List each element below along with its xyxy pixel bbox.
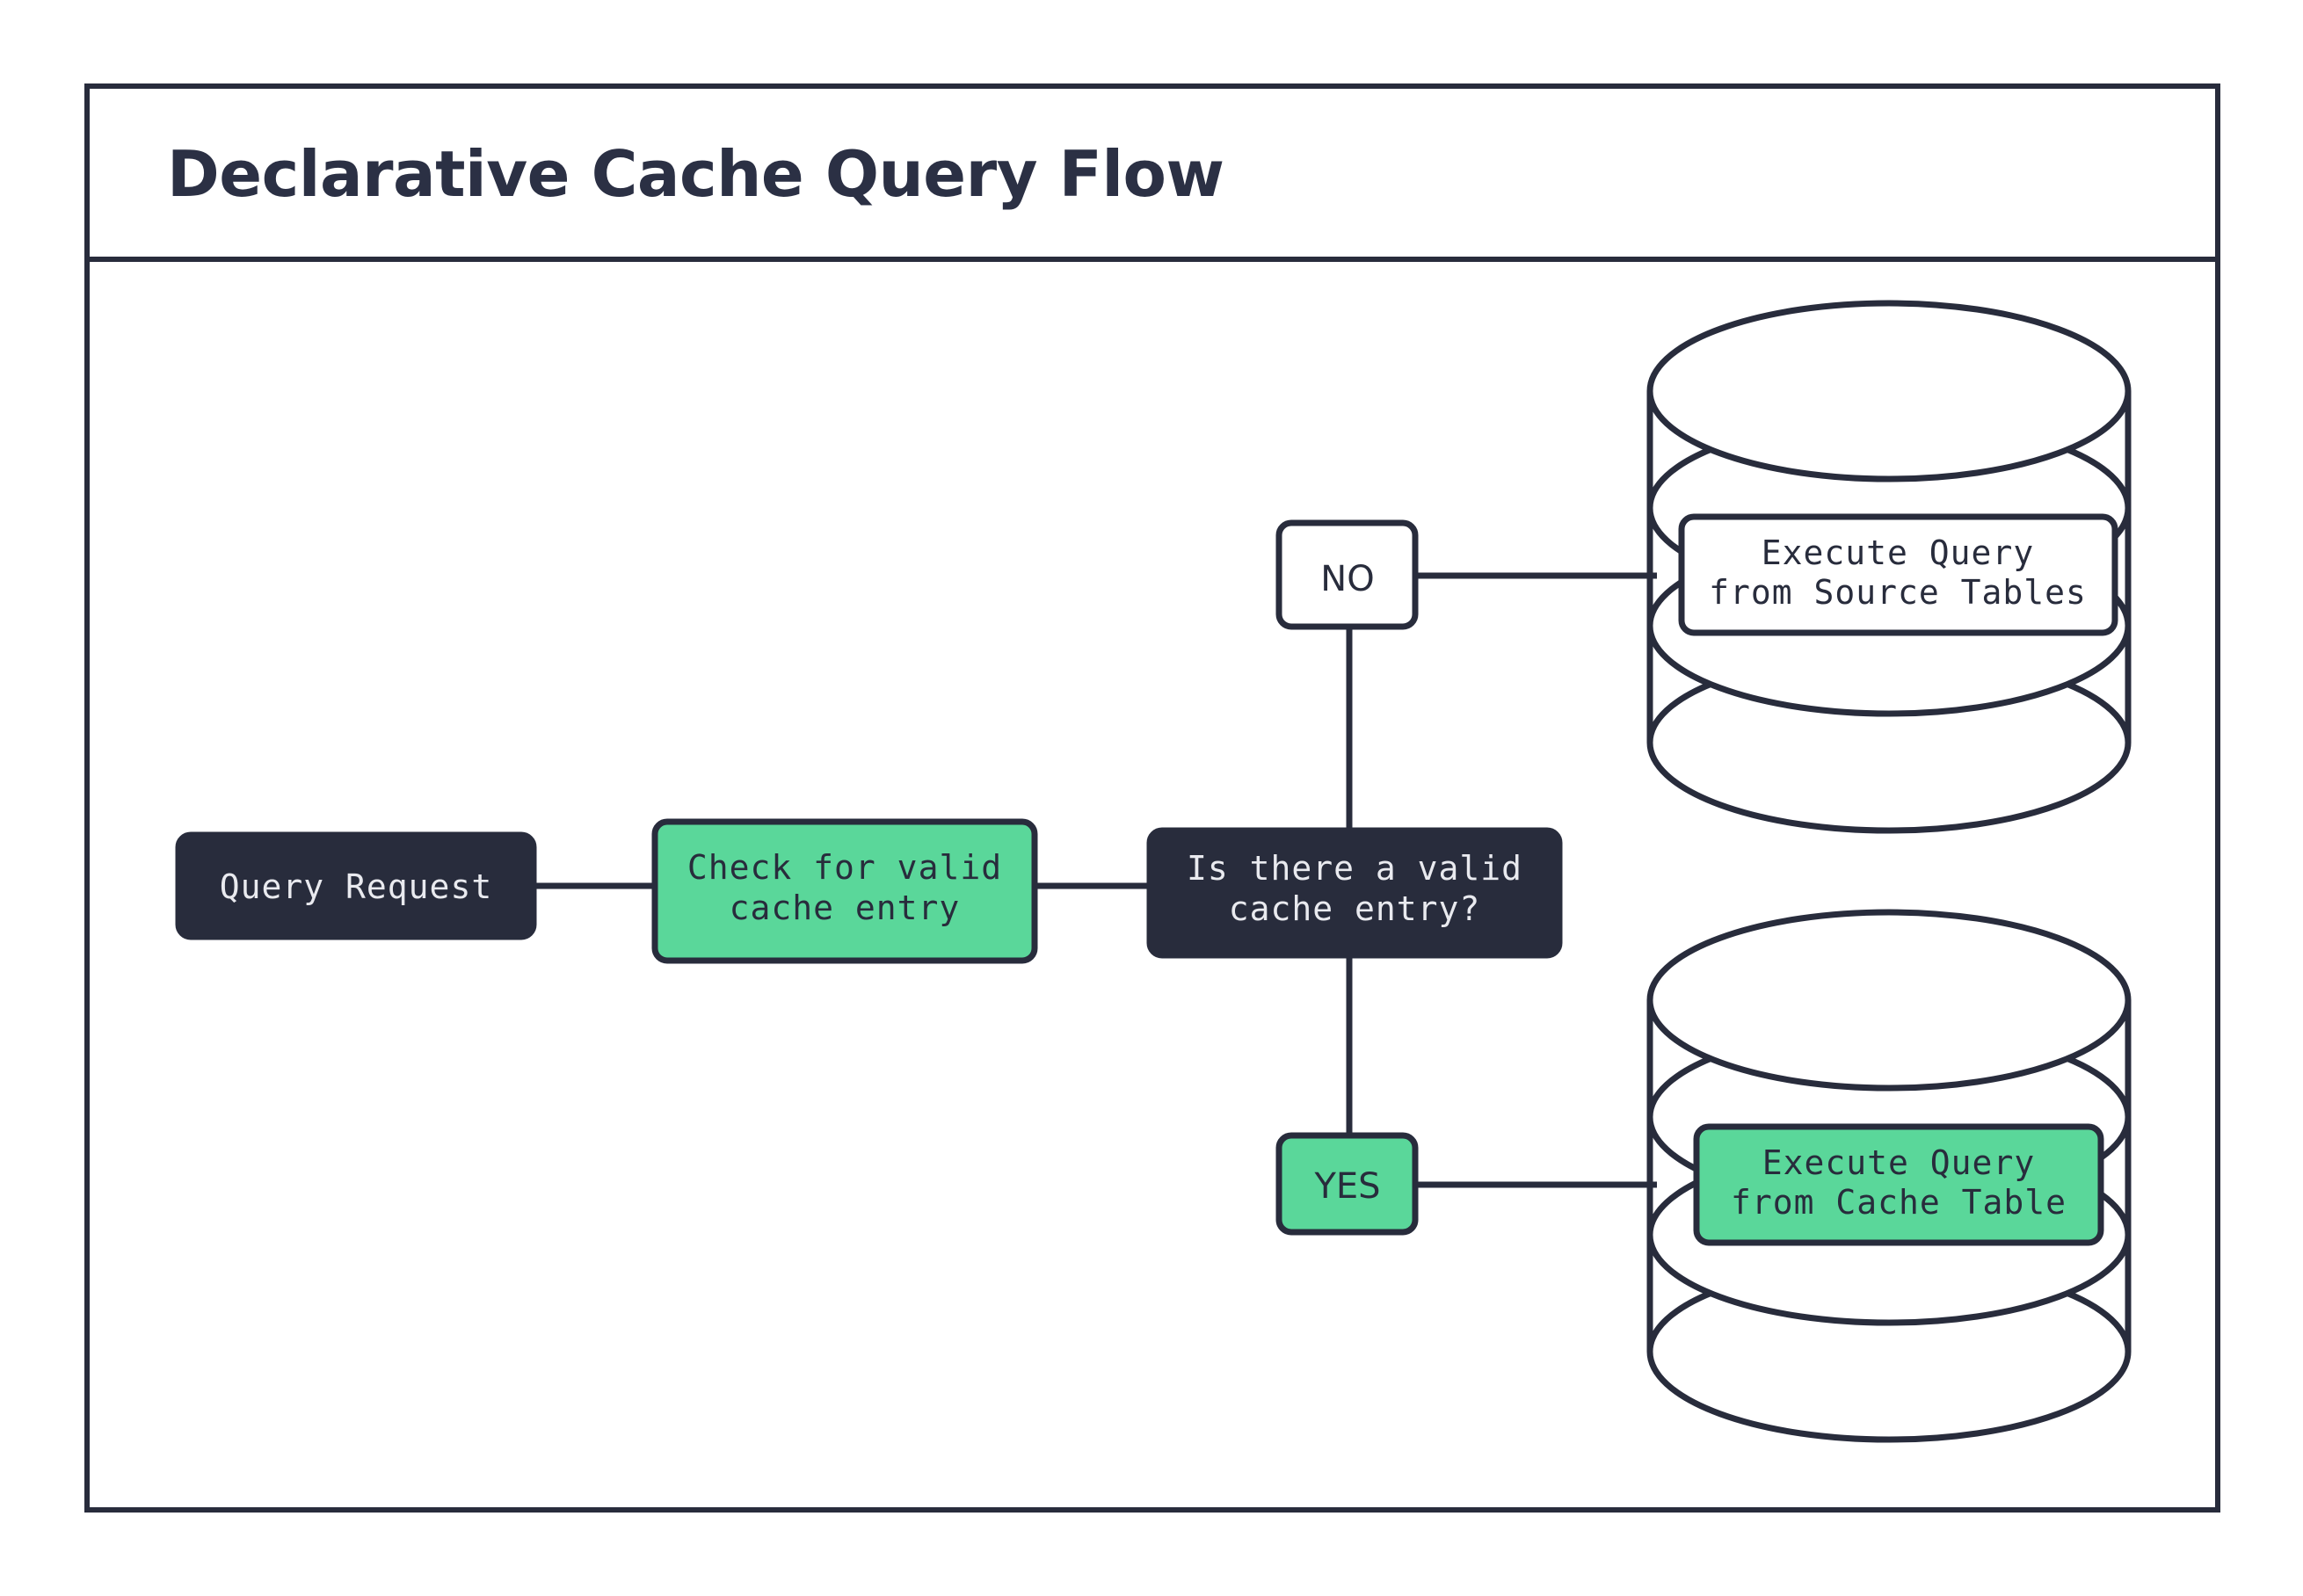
yes-badge-label: YES <box>1313 1166 1380 1207</box>
yes-badge-box[interactable] <box>1275 1132 1419 1236</box>
node-query-request[interactable]: Query Request <box>175 831 537 940</box>
check-cache-label-line1: Check for valid <box>687 848 1002 887</box>
query-request-box[interactable] <box>175 831 537 940</box>
source-db-label-line1: Execute Query <box>1762 533 2034 572</box>
decision-label-line1: Is there a valid <box>1187 849 1522 888</box>
cache-database-cylinder[interactable]: Execute Query from Cache Table <box>1646 909 2132 1443</box>
query-request-label: Query Request <box>220 867 492 906</box>
source-db-label-line2: from Source Tables <box>1709 573 2087 612</box>
no-badge-box[interactable] <box>1275 519 1419 630</box>
badge-branch-yes[interactable]: YES <box>1275 1132 1419 1236</box>
cache-db-label-box[interactable] <box>1693 1123 2104 1246</box>
source-db-label-box[interactable] <box>1678 513 2118 636</box>
cache-db-platter-top <box>1646 909 2132 1092</box>
source-database-cylinder[interactable]: Execute Query from Source Tables <box>1646 300 2132 834</box>
no-badge-label: NO <box>1320 559 1374 599</box>
cache-db-label-line2: from Cache Table <box>1731 1183 2067 1222</box>
page-title: Declarative Cache Query Flow <box>167 137 1224 211</box>
badge-branch-no[interactable]: NO <box>1275 519 1419 630</box>
node-decision-valid-cache[interactable]: Is there a valid cache entry? <box>1146 827 1563 959</box>
decision-label-line2: cache entry? <box>1229 889 1481 928</box>
node-check-cache-entry[interactable]: Check for valid cache entry <box>651 818 1038 964</box>
check-cache-label-line2: cache entry <box>730 889 961 927</box>
check-cache-box[interactable] <box>651 818 1038 964</box>
decision-box[interactable] <box>1146 827 1563 959</box>
cache-db-label-line1: Execute Query <box>1762 1143 2035 1182</box>
source-db-platter-top <box>1646 300 2132 482</box>
